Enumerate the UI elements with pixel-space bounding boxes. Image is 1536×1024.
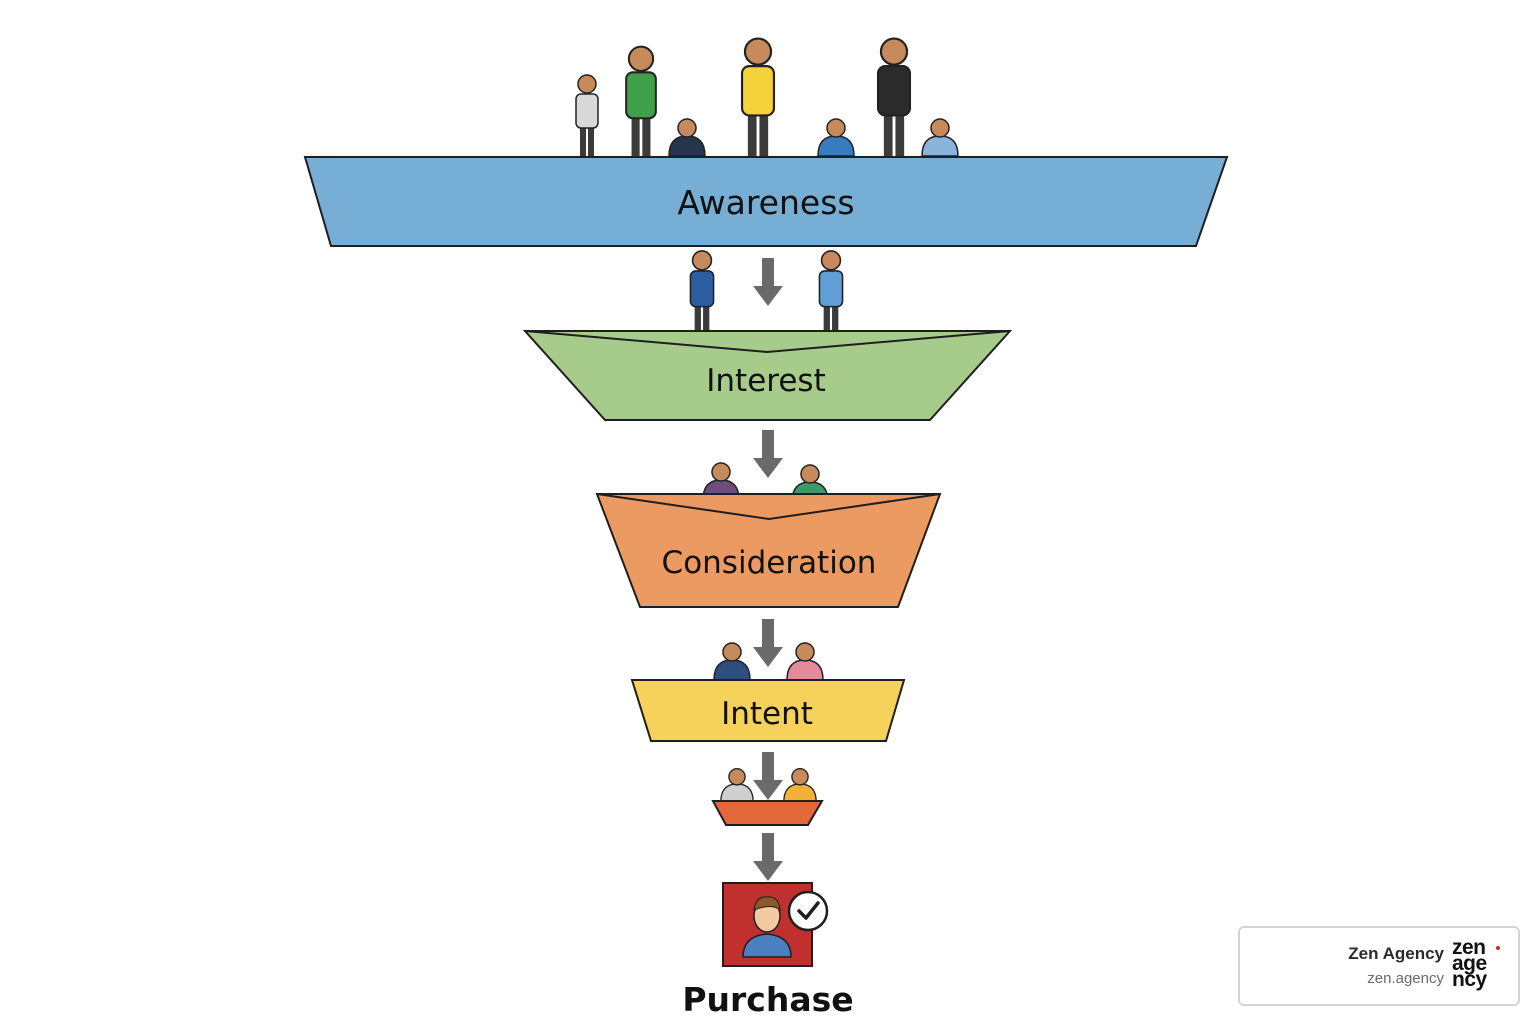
stage-intent-band <box>630 679 906 742</box>
person-icon <box>713 642 751 681</box>
stage-consideration-label: Consideration <box>662 545 877 581</box>
checkmark-icon <box>787 890 829 932</box>
flow-arrow <box>753 619 783 667</box>
stage-interest-band <box>522 330 1013 421</box>
stage-consideration: Consideration <box>595 493 942 608</box>
agency-name: Zen Agency <box>1348 944 1444 963</box>
stage-awareness-band <box>303 156 1229 247</box>
stage-interest: Interest <box>522 330 1013 421</box>
stage-intent: Intent <box>630 679 906 742</box>
person-icon <box>817 118 855 157</box>
stage-final <box>711 800 824 826</box>
person-icon <box>783 768 817 803</box>
agency-badge[interactable]: Zen Agency zen.agency zen age ncy <box>1238 926 1520 1006</box>
logo-dot-icon <box>1496 946 1500 950</box>
person-icon <box>689 250 715 337</box>
stage-final-band <box>711 800 824 826</box>
person-icon <box>818 250 844 337</box>
stage-intent-label: Intent <box>721 696 813 732</box>
customer-icon <box>742 896 792 958</box>
person-icon <box>575 74 599 157</box>
logo-line: age <box>1452 952 1487 975</box>
agency-url[interactable]: zen.agency <box>1367 970 1444 987</box>
person-icon <box>786 642 824 681</box>
flow-arrow <box>753 752 783 800</box>
stage-awareness: Awareness <box>303 156 1229 247</box>
flow-arrow <box>753 833 783 881</box>
person-icon <box>876 37 912 158</box>
purchase-label: Purchase <box>682 980 854 1019</box>
person-icon <box>740 37 776 158</box>
person-icon <box>720 768 754 803</box>
flow-arrow <box>753 258 783 306</box>
logo-line: ncy <box>1452 968 1487 991</box>
stage-awareness-label: Awareness <box>677 183 854 222</box>
person-icon <box>625 45 657 158</box>
agency-logo: zen age ncy <box>1452 936 1500 991</box>
logo-line: zen <box>1452 936 1486 959</box>
purchase-tile <box>722 882 829 967</box>
stage-interest-label: Interest <box>706 363 825 399</box>
stage-consideration-band <box>595 493 942 608</box>
person-icon <box>668 118 706 157</box>
person-icon <box>921 118 959 157</box>
audience-crowd <box>575 37 959 158</box>
flow-arrow <box>753 430 783 478</box>
